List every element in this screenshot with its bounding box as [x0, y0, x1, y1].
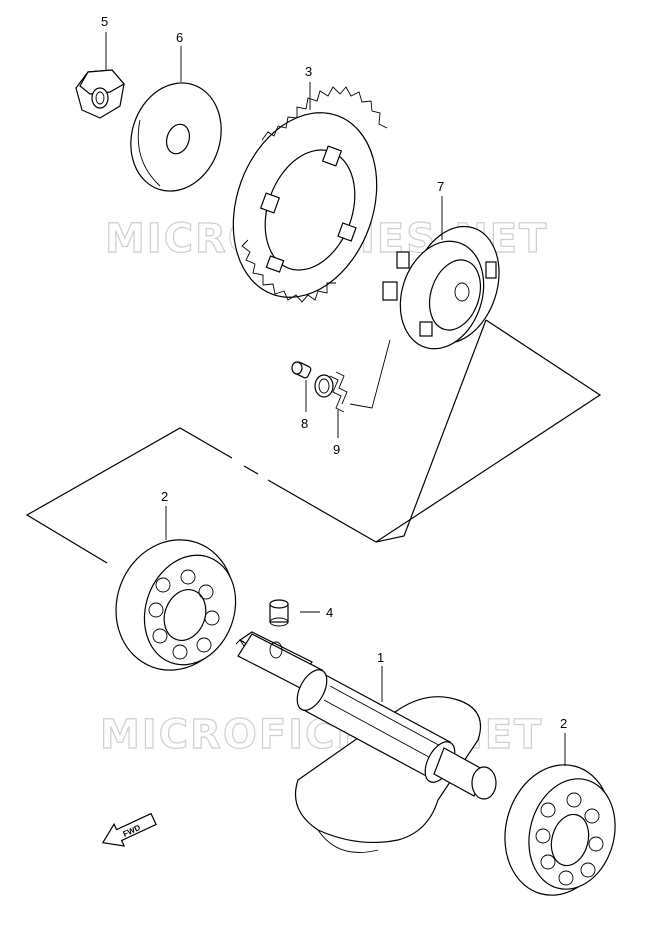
callout-9: 9 [333, 442, 340, 457]
bearing-right-part [504, 764, 616, 896]
fwd-arrow: FWD [101, 812, 157, 847]
callout-2-right: 2 [560, 716, 567, 731]
pin-part [291, 361, 312, 379]
bearing-left-part [115, 539, 237, 671]
callout-8: 8 [301, 416, 308, 431]
reference-outline [25, 319, 602, 564]
callout-3: 3 [305, 64, 312, 79]
callout-4: 4 [326, 605, 333, 620]
drive-gear-part [382, 225, 500, 350]
callout-1: 1 [377, 650, 384, 665]
callout-6: 6 [176, 30, 183, 45]
nut-part [75, 69, 125, 119]
callout-5: 5 [101, 14, 108, 29]
dowel-pin-part [269, 599, 289, 627]
spring-part [314, 339, 391, 413]
balancer-gear-part [232, 86, 388, 303]
washer-part [130, 82, 222, 192]
balancer-shaft-part [235, 631, 497, 853]
callout-7: 7 [437, 179, 444, 194]
callout-2-left: 2 [161, 489, 168, 504]
